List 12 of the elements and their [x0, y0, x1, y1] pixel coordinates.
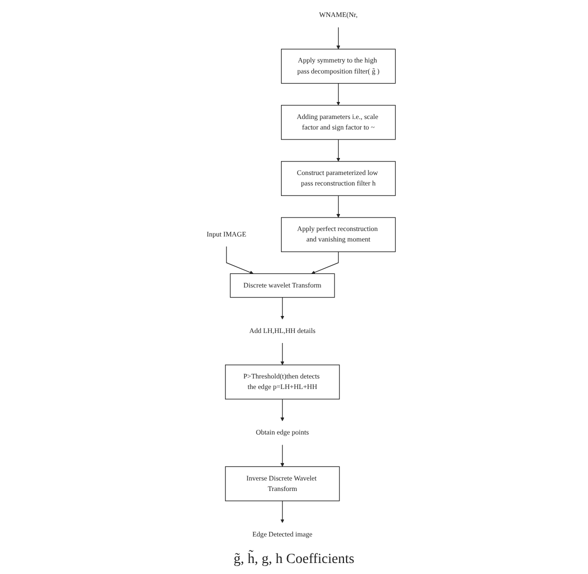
- arrow: [280, 342, 284, 366]
- arrow: [280, 444, 284, 467]
- arrow: [336, 139, 340, 162]
- arrow: [336, 195, 340, 218]
- arrow: [280, 500, 284, 523]
- arrow: [280, 297, 284, 320]
- arrow: [336, 26, 340, 50]
- arrow: [310, 251, 338, 274]
- arrow: [226, 246, 254, 274]
- arrow: [280, 398, 284, 422]
- coefficients-note: g̃, h̃, g, h Coefficients: [234, 552, 354, 568]
- arrow: [336, 83, 340, 106]
